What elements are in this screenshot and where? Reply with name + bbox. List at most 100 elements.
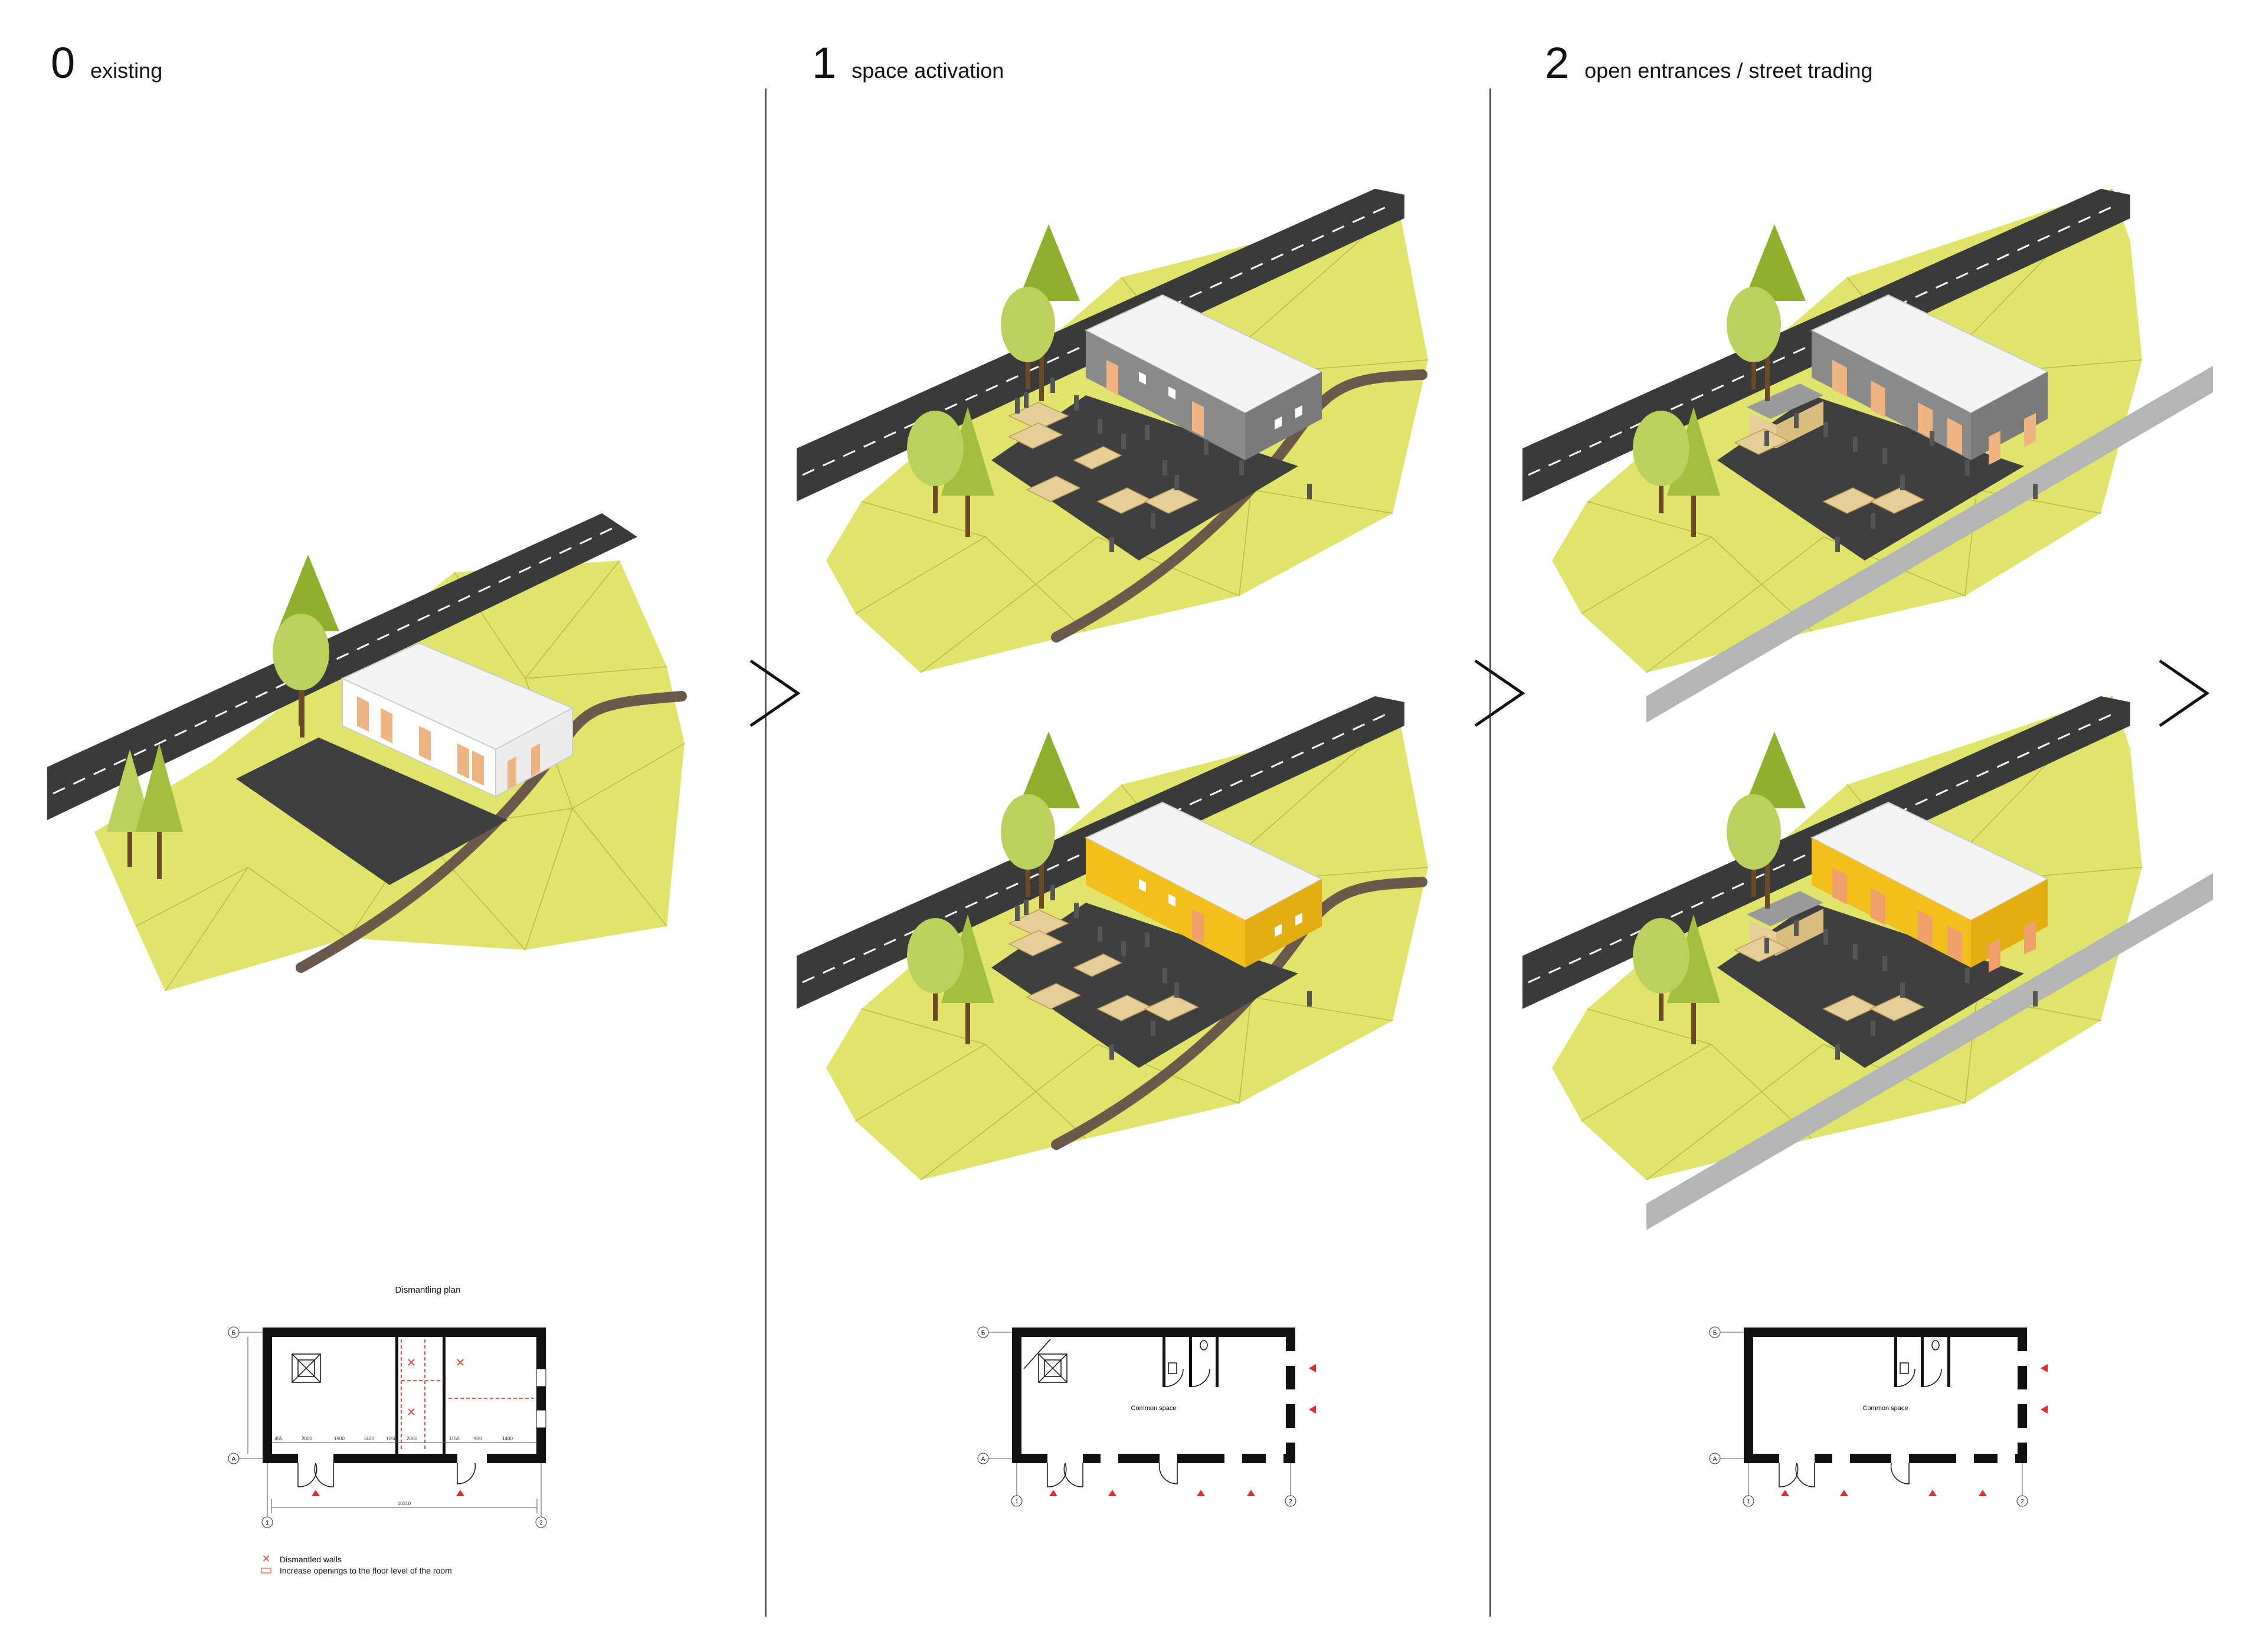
paved-yard bbox=[991, 903, 1298, 1068]
panel-divider-1 bbox=[765, 88, 767, 1617]
overall-dim-label: 10310 bbox=[398, 1501, 411, 1506]
dirt-path bbox=[296, 691, 687, 973]
legend-increase-openings: Increase openings to the floor level of … bbox=[261, 1566, 452, 1575]
plan-walls bbox=[1744, 1328, 2027, 1463]
dim-label: 900 bbox=[474, 1436, 482, 1441]
outline-rect-icon bbox=[261, 1568, 271, 1574]
people-figures bbox=[1764, 413, 2038, 552]
road bbox=[47, 513, 637, 820]
grid-axis-lines bbox=[1717, 1332, 2023, 1496]
dim-label: 1400 bbox=[502, 1436, 513, 1441]
axis-label-left: 1 bbox=[1747, 1499, 1750, 1505]
stove-symbol-icon bbox=[292, 1353, 321, 1383]
dim-label: 1900 bbox=[334, 1436, 345, 1441]
dim-label: 2000 bbox=[302, 1436, 312, 1441]
building-grey-open bbox=[1810, 294, 2049, 465]
next-stage-chevron-icon bbox=[2159, 659, 2210, 727]
paved-yard bbox=[991, 395, 1298, 560]
panel-1-number: 1 bbox=[812, 38, 837, 87]
scene-activation-yellow bbox=[797, 696, 1429, 1181]
dismantling-floor-plan: Б А 1 2 455 2000 1900 1400 1050 2000 115… bbox=[228, 1326, 547, 1528]
common-space-label: Common space bbox=[1131, 1405, 1176, 1412]
door-swings bbox=[1779, 1463, 1910, 1487]
common-space-floor-plan-1: Common space Б А 1 2 bbox=[977, 1326, 1316, 1507]
panel-1-heading: 1 space activation bbox=[812, 41, 1004, 85]
axis-label-top: Б bbox=[232, 1330, 236, 1336]
next-stage-chevron-icon bbox=[1474, 659, 1525, 727]
pallet-furniture bbox=[1008, 909, 1199, 1021]
scene-existing-axonometric bbox=[47, 513, 687, 992]
legend-label: Dismantled walls bbox=[280, 1554, 342, 1564]
scene-street-trading-grey bbox=[1522, 188, 2213, 723]
scene-activation-grey bbox=[797, 189, 1429, 673]
building-grey bbox=[1084, 294, 1324, 460]
grid-axis-lines bbox=[985, 1332, 1291, 1496]
axis-marker-right bbox=[535, 1516, 547, 1528]
pallet-furniture bbox=[1734, 936, 1925, 1021]
plan-walls bbox=[1012, 1328, 1295, 1463]
panel-2-heading: 2 open entrances / street trading bbox=[1545, 41, 1872, 85]
paved-yard bbox=[236, 738, 507, 885]
dim-label: 2000 bbox=[407, 1436, 417, 1441]
sidewalk-strip bbox=[1646, 366, 2213, 723]
panel-2-number: 2 bbox=[1545, 38, 1570, 87]
stove-symbol-icon bbox=[1023, 1339, 1067, 1383]
building-white bbox=[340, 642, 574, 798]
dimension-lines bbox=[247, 1337, 538, 1513]
pallet-furniture bbox=[1734, 428, 1925, 514]
opening-arrows bbox=[1781, 1364, 2048, 1496]
building-yellow bbox=[1084, 801, 1324, 968]
pallet-furniture bbox=[1008, 402, 1199, 514]
tree-group bbox=[1633, 224, 1806, 537]
tree-group bbox=[1633, 732, 1806, 1044]
axis-label-bottom: А bbox=[981, 1456, 985, 1463]
toilet-fixtures bbox=[1165, 1340, 1210, 1387]
panel-0-heading: 0 existing bbox=[51, 41, 162, 85]
panel-0-number: 0 bbox=[51, 38, 76, 87]
opening-arrows bbox=[1049, 1364, 1316, 1496]
axis-marker-right bbox=[2016, 1495, 2028, 1507]
door-swings bbox=[297, 1463, 476, 1487]
dismantled-x-marks bbox=[408, 1359, 464, 1415]
grid-axis-lines bbox=[236, 1332, 542, 1516]
toilet-fixtures bbox=[1897, 1340, 1942, 1387]
next-stage-chevron-icon bbox=[749, 659, 801, 727]
dim-label: 455 bbox=[274, 1436, 283, 1441]
axis-label-right: 2 bbox=[1289, 1499, 1292, 1505]
plan-openings-wall bbox=[536, 1368, 546, 1428]
sidewalk-strip bbox=[1646, 873, 2213, 1230]
axis-marker-top bbox=[1709, 1326, 1721, 1338]
axis-label-bottom: А bbox=[232, 1456, 236, 1463]
axis-label-top: Б bbox=[981, 1330, 985, 1336]
axis-marker-left bbox=[1011, 1495, 1023, 1507]
legend-dismantled-walls: ✕ Dismantled walls bbox=[261, 1553, 342, 1565]
panel-divider-2 bbox=[1489, 88, 1491, 1617]
axis-marker-top bbox=[977, 1326, 989, 1338]
axis-marker-bottom bbox=[977, 1453, 989, 1464]
panel-1-title: space activation bbox=[852, 58, 1004, 83]
plan-walls bbox=[263, 1328, 546, 1463]
axis-label-right: 2 bbox=[539, 1520, 543, 1526]
opening-arrows bbox=[312, 1490, 464, 1496]
people-figures bbox=[1015, 885, 1312, 1060]
legend-label: Increase openings to the floor level of … bbox=[280, 1566, 452, 1575]
tree-group bbox=[106, 555, 339, 879]
door-swings bbox=[1047, 1463, 1178, 1487]
axis-label-top: Б bbox=[1713, 1330, 1717, 1336]
axis-marker-bottom bbox=[228, 1453, 240, 1464]
dim-label: 1150 bbox=[449, 1436, 460, 1441]
dismantled-wall-lines bbox=[401, 1339, 534, 1451]
dim-label: 1400 bbox=[364, 1436, 374, 1441]
common-space-label: Common space bbox=[1862, 1405, 1908, 1412]
dismantling-plan-title: Dismantling plan bbox=[395, 1285, 461, 1295]
axis-marker-left bbox=[1743, 1495, 1754, 1507]
common-space-floor-plan-2: Common space Б А 1 2 bbox=[1709, 1326, 2048, 1507]
dim-label: 1050 bbox=[386, 1436, 397, 1441]
panel-0-title: existing bbox=[90, 58, 163, 83]
axis-label-left: 1 bbox=[1015, 1499, 1019, 1505]
panel-2-title: open entrances / street trading bbox=[1584, 58, 1873, 83]
tree-group bbox=[907, 732, 1080, 1044]
axis-marker-left bbox=[261, 1516, 273, 1528]
tree-group bbox=[907, 224, 1080, 537]
people-figures bbox=[1764, 920, 2038, 1060]
